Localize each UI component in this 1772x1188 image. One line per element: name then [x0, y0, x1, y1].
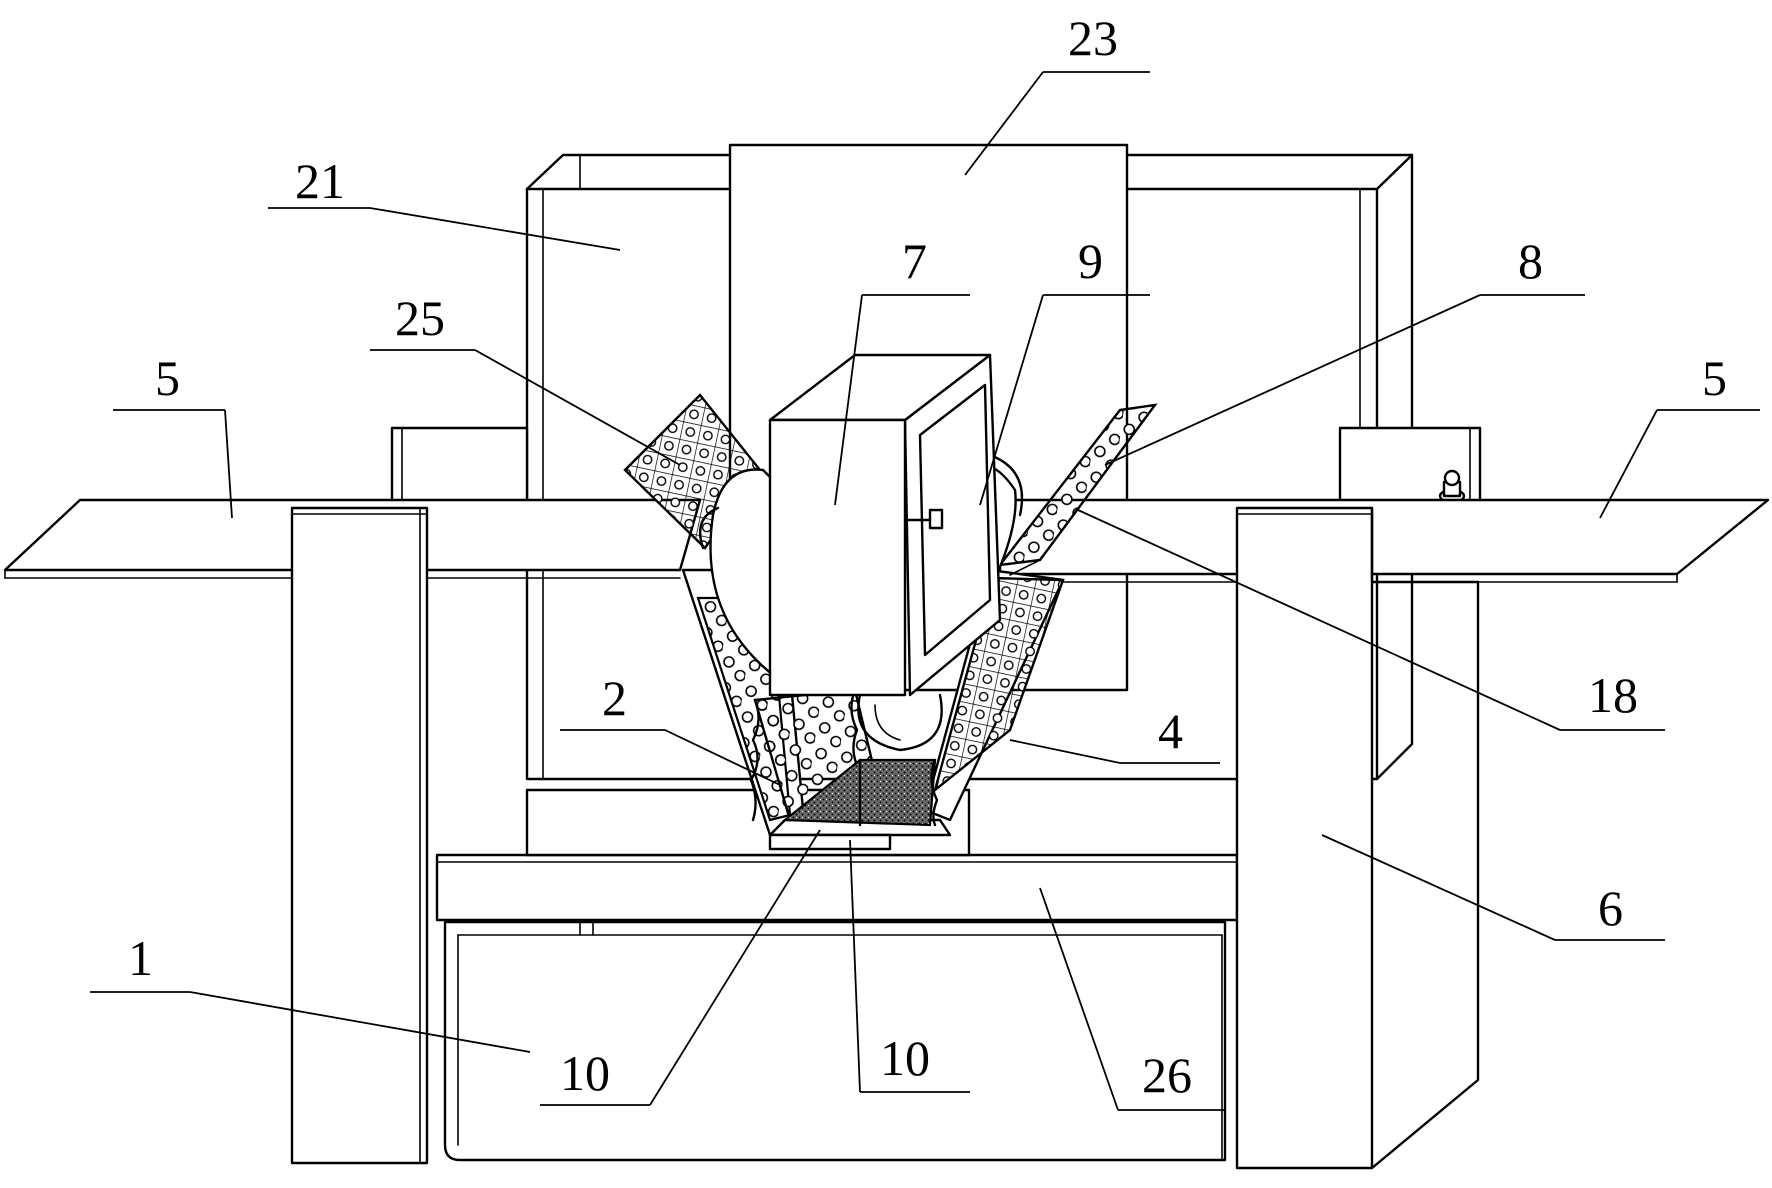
right-pillar [1235, 506, 1480, 1170]
part-labels: 21 23 25 5 5 7 9 8 18 2 4 6 1 10 10 3 26 [128, 10, 1727, 1103]
label-18: 18 [1588, 667, 1638, 723]
label-25: 25 [395, 290, 445, 346]
label-5-right: 5 [1702, 350, 1727, 406]
cross-beam [435, 853, 1239, 922]
right-screen-plate [932, 576, 1065, 794]
label-21: 21 [295, 153, 345, 209]
label-23: 23 [1068, 10, 1118, 66]
side-blocks [390, 426, 1482, 504]
label-7: 7 [902, 233, 927, 289]
label-2: 2 [602, 670, 627, 726]
drive-wheel [857, 693, 943, 752]
right-flap [997, 403, 1158, 576]
left-pillar [290, 506, 429, 1165]
right-conveyor-platform [998, 498, 1770, 583]
label-9: 9 [1078, 233, 1103, 289]
motor-box [768, 353, 1002, 697]
label-10-left: 10 [560, 1045, 610, 1101]
label-4: 4 [1158, 703, 1183, 759]
label-26: 26 [1142, 1047, 1192, 1103]
label-1: 1 [128, 930, 153, 986]
label-6: 6 [1598, 880, 1623, 936]
label-8: 8 [1518, 233, 1543, 289]
label-10-right: 10 [880, 1030, 930, 1086]
collection-drawer [443, 920, 1227, 1162]
bolt [1438, 469, 1466, 504]
leader-lines [90, 71, 1760, 1111]
label-5-left: 5 [155, 350, 180, 406]
